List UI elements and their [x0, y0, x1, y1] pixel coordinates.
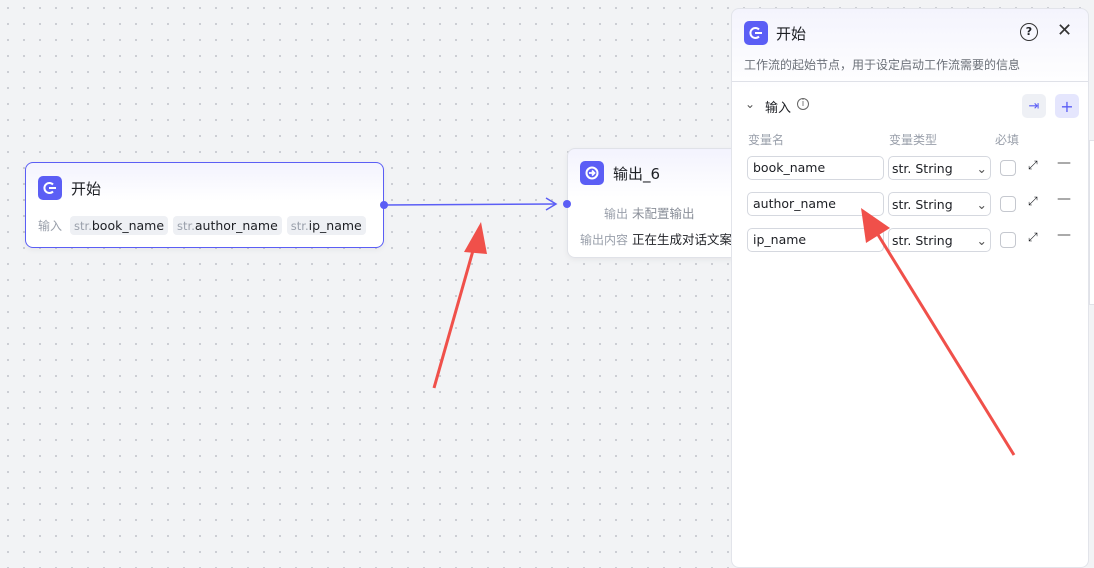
edge-arrowhead — [545, 197, 558, 211]
expand-icon[interactable]: ⤢ — [1028, 230, 1038, 244]
required-checkbox[interactable] — [1000, 232, 1016, 248]
expand-icon[interactable]: ⤢ — [1028, 194, 1038, 208]
variable-type-select[interactable]: str. String⌄ — [888, 192, 991, 216]
add-variable-button[interactable]: + — [1055, 94, 1079, 118]
connection-edge — [383, 203, 556, 206]
required-checkbox[interactable] — [1000, 160, 1016, 176]
inputs-label: 输入 — [38, 219, 63, 233]
column-header: 变量类型 — [889, 133, 938, 147]
node-title: 输出_6 — [613, 164, 661, 183]
variable-name-input[interactable]: ip_name — [747, 228, 884, 252]
content-label: 输出内容 — [580, 233, 629, 247]
start-node[interactable]: 开始 输入 str.book_name str.author_name str.… — [25, 162, 388, 248]
output-label: 输出 — [604, 207, 629, 221]
partial-node — [1089, 140, 1094, 305]
chevron-down-icon: ⌄ — [976, 196, 987, 212]
import-button[interactable]: ⇥ — [1022, 94, 1046, 118]
help-icon[interactable]: ? — [1020, 23, 1038, 41]
remove-button[interactable]: — — [1057, 191, 1071, 207]
collapse-chevron-icon[interactable]: ⌄ — [745, 97, 756, 111]
chevron-down-icon: ⌄ — [976, 160, 987, 176]
expand-icon[interactable]: ⤢ — [1028, 158, 1038, 172]
panel-description: 工作流的起始节点，用于设定启动工作流需要的信息 — [744, 58, 1021, 72]
required-checkbox[interactable] — [1000, 196, 1016, 212]
content-value: 正在生成对话文案 — [632, 232, 733, 247]
remove-button[interactable]: — — [1057, 227, 1071, 243]
panel-title: 开始 — [776, 25, 807, 43]
close-icon[interactable]: ✕ — [1057, 20, 1073, 41]
variable-type-select[interactable]: str. String⌄ — [888, 228, 991, 252]
input-tag: str.ip_name — [286, 216, 366, 235]
start-icon — [744, 21, 768, 45]
variable-type-select[interactable]: str. String⌄ — [888, 156, 991, 180]
input-port[interactable] — [563, 200, 571, 208]
node-title: 开始 — [71, 179, 102, 198]
variable-name-input[interactable]: author_name — [747, 192, 884, 216]
column-header: 变量名 — [748, 133, 785, 147]
node-settings-panel: 开始 ? ✕ 工作流的起始节点，用于设定启动工作流需要的信息 ⌄ 输入 i ⇥ … — [731, 8, 1089, 568]
section-title: 输入 — [765, 101, 792, 116]
variable-name-input[interactable]: book_name — [747, 156, 884, 180]
chevron-down-icon: ⌄ — [976, 232, 987, 248]
remove-button[interactable]: — — [1057, 155, 1071, 171]
output-icon — [580, 161, 604, 185]
output-port[interactable] — [380, 201, 388, 209]
input-tag: str.book_name — [70, 216, 169, 235]
output-value: 未配置输出 — [632, 206, 695, 221]
divider — [732, 81, 1088, 82]
column-header: 必填 — [995, 133, 1020, 147]
start-icon — [38, 176, 62, 200]
info-icon[interactable]: i — [797, 98, 809, 110]
input-tag: str.author_name — [173, 216, 282, 235]
